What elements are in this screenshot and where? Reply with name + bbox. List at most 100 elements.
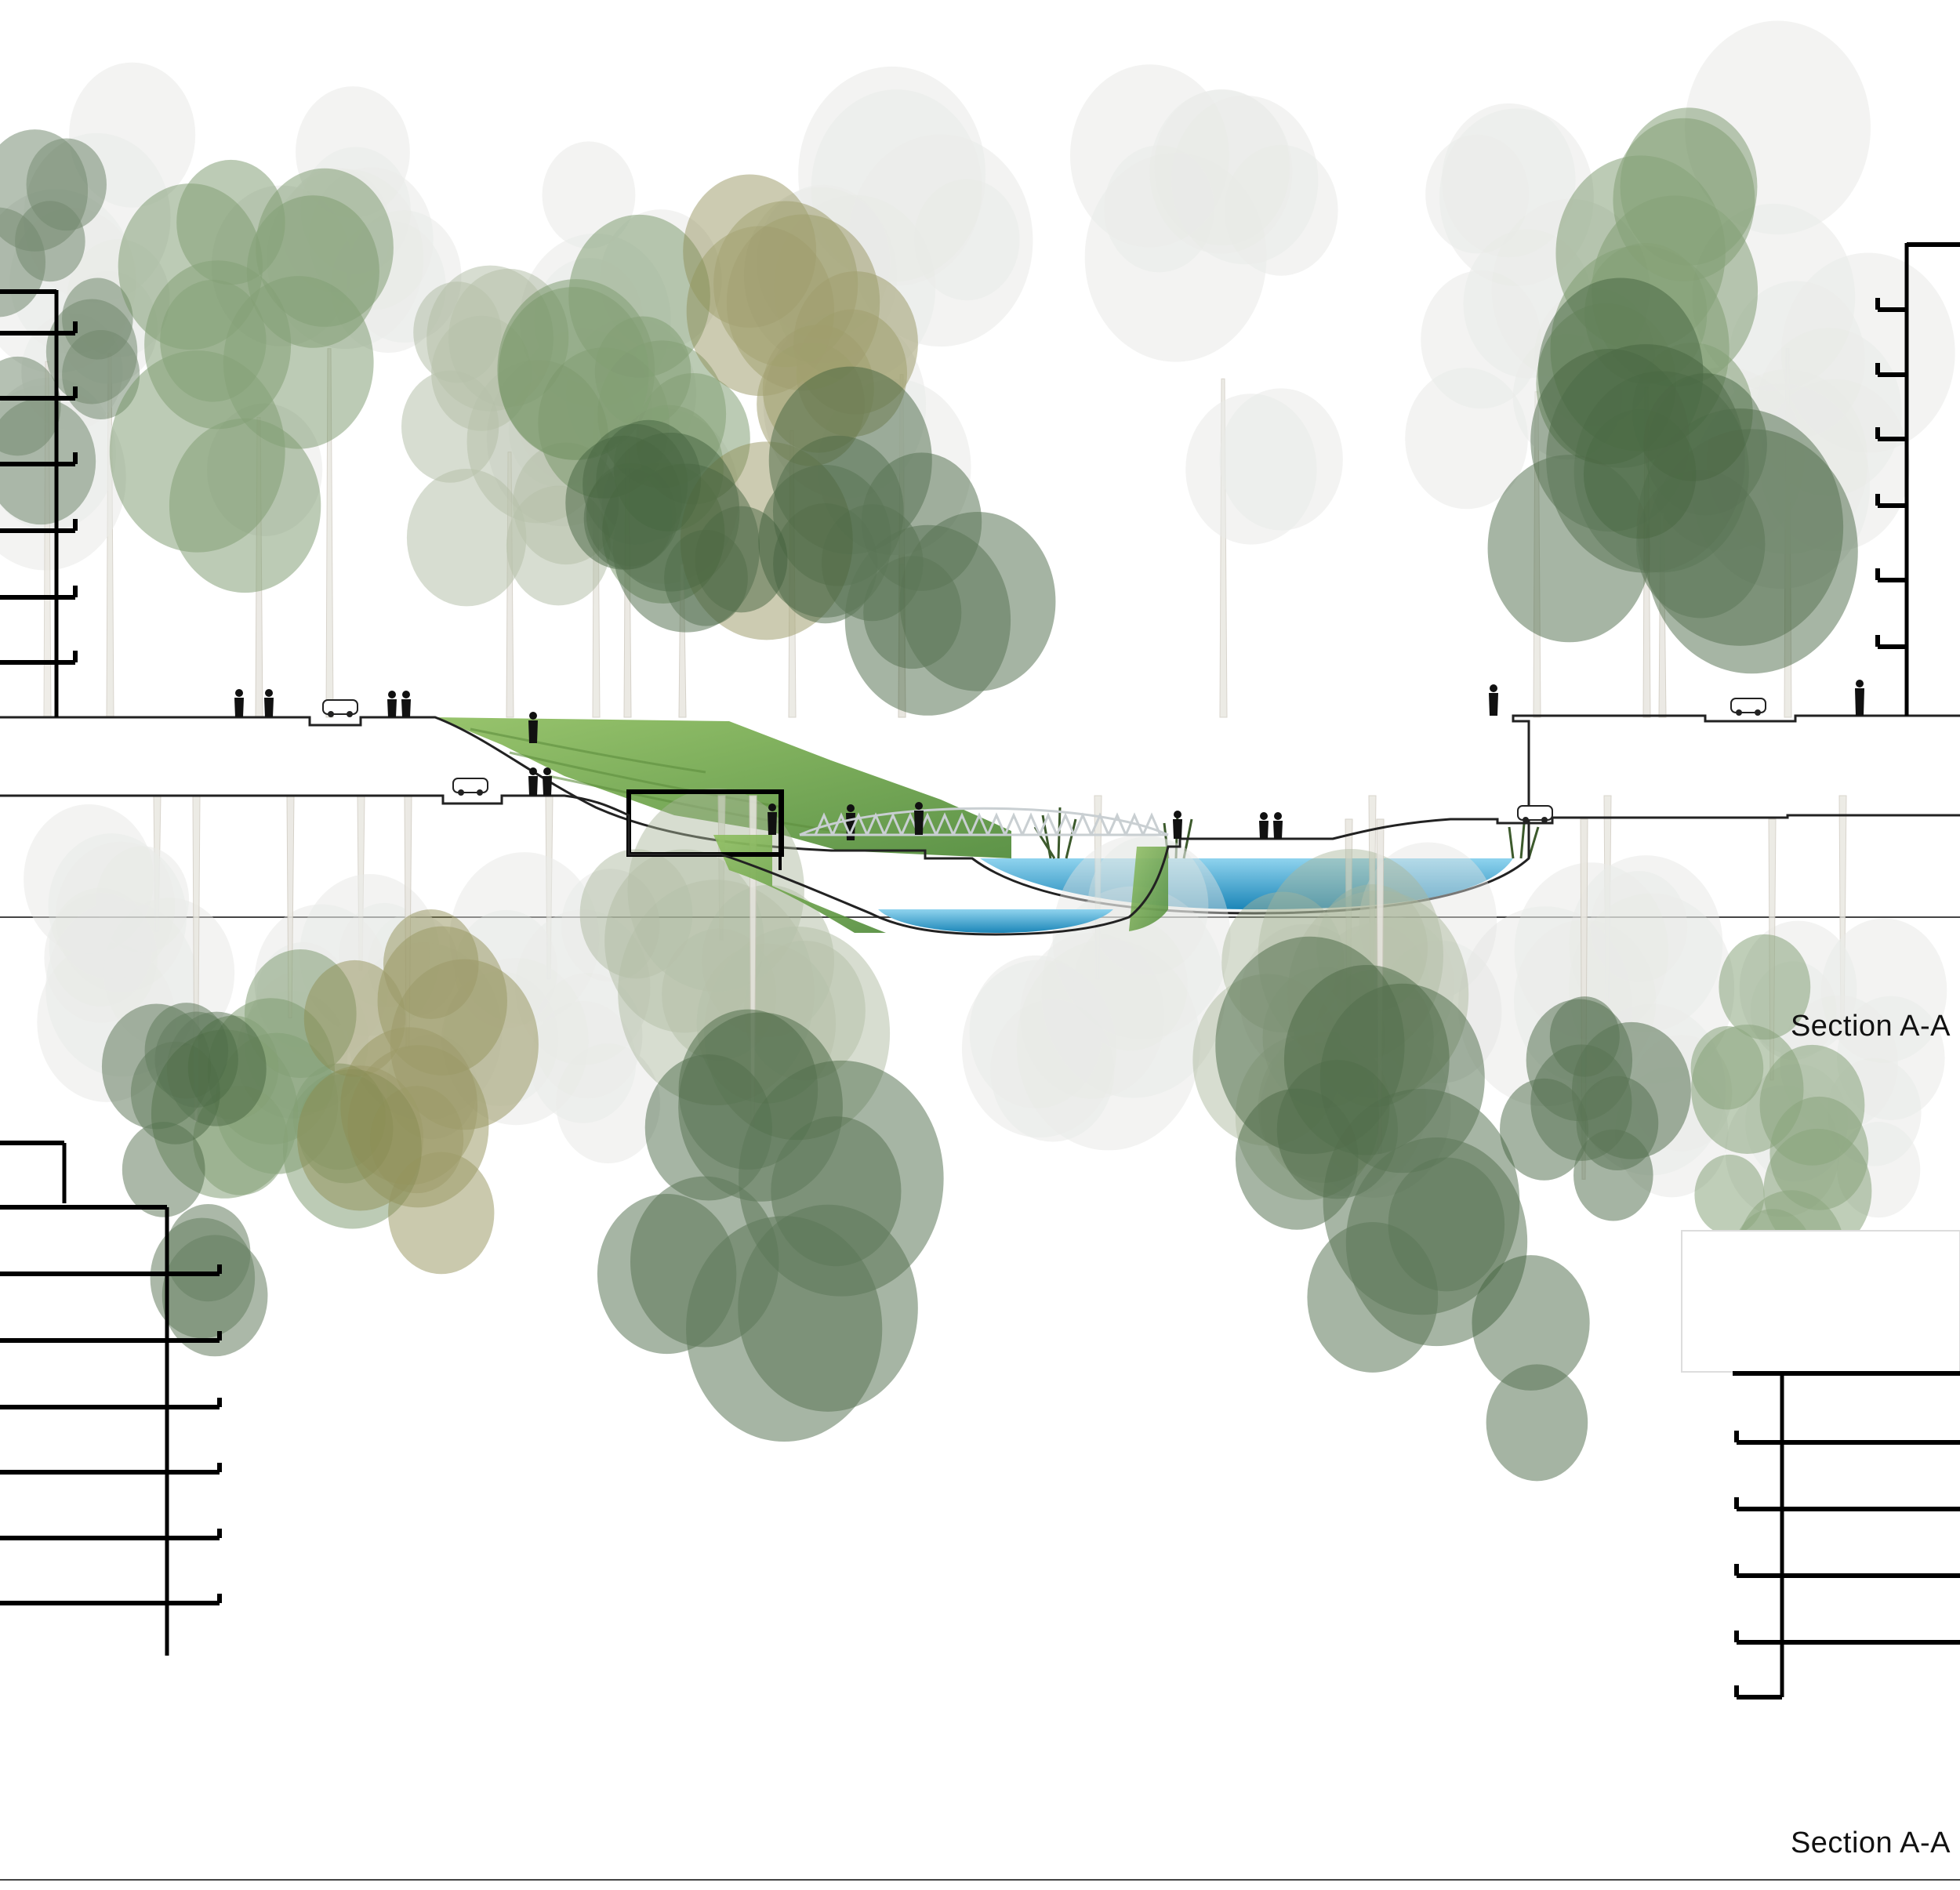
tree-foliage bbox=[1442, 103, 1576, 258]
tree-foliage bbox=[542, 141, 636, 249]
person-body bbox=[1273, 821, 1283, 839]
foreground-tree bbox=[680, 174, 918, 718]
tree-foliage bbox=[773, 502, 878, 624]
tree-foliage bbox=[1691, 1024, 1804, 1154]
tree-foliage bbox=[1526, 999, 1633, 1122]
car-wheel bbox=[1736, 709, 1742, 716]
tree-foliage bbox=[586, 408, 739, 584]
tree-foliage bbox=[579, 849, 693, 979]
tree-foliage bbox=[1235, 1034, 1380, 1200]
person-head bbox=[265, 689, 273, 697]
tree-foliage bbox=[1692, 203, 1856, 391]
tree-foliage bbox=[406, 469, 527, 607]
tree-foliage bbox=[798, 66, 986, 282]
person-body bbox=[401, 699, 411, 717]
tree-foliage bbox=[1512, 333, 1623, 460]
tree-foliage bbox=[215, 1032, 339, 1174]
tree-foliage bbox=[772, 435, 904, 586]
section-1 bbox=[0, 20, 1960, 918]
tree-trunk bbox=[788, 430, 797, 718]
person-body bbox=[387, 699, 397, 717]
tree-foliage bbox=[848, 134, 1033, 347]
tree-foliage bbox=[297, 1065, 424, 1211]
tree-foliage bbox=[1296, 1020, 1451, 1198]
tree-foliage bbox=[256, 168, 394, 327]
tree-foliage bbox=[630, 1176, 779, 1348]
tree-trunk bbox=[898, 564, 906, 718]
tree-foliage bbox=[1573, 371, 1749, 573]
tree-foliage bbox=[144, 260, 292, 430]
tree-foliage bbox=[1759, 1044, 1865, 1166]
tree-foliage bbox=[597, 340, 727, 488]
tree-foliage bbox=[1576, 1003, 1726, 1176]
tree-foliage bbox=[739, 1060, 944, 1297]
tree-foliage bbox=[1780, 995, 1898, 1131]
tree-foliage bbox=[300, 147, 411, 274]
tree-foliage bbox=[144, 1003, 229, 1099]
tree-foliage bbox=[1550, 245, 1730, 452]
tree-trunk bbox=[1784, 348, 1792, 718]
tree-foliage bbox=[1069, 64, 1229, 248]
tree-foliage bbox=[1759, 379, 1910, 552]
tree-foliage bbox=[122, 1122, 205, 1217]
person bbox=[1259, 812, 1269, 839]
tree-foliage bbox=[1307, 1222, 1439, 1373]
tree-foliage bbox=[292, 1063, 386, 1170]
tree-foliage bbox=[1632, 343, 1753, 481]
tree-foliage bbox=[612, 463, 760, 633]
tree-foliage bbox=[1019, 932, 1165, 1099]
tree-foliage bbox=[246, 195, 379, 348]
tree-foliage bbox=[101, 1003, 212, 1130]
tree-foliage bbox=[368, 912, 459, 1017]
tree-foliage bbox=[383, 909, 479, 1019]
tree-foliage bbox=[1636, 408, 1844, 646]
tree-foliage bbox=[1224, 144, 1338, 276]
tree-foliage bbox=[913, 179, 1020, 301]
tree-foliage bbox=[498, 287, 649, 460]
tree-foliage bbox=[62, 330, 140, 419]
tree-foliage bbox=[24, 804, 154, 954]
car-wheel bbox=[328, 711, 334, 717]
tree-foliage bbox=[519, 233, 671, 408]
tree-foliage bbox=[1645, 429, 1858, 674]
tree-foliage bbox=[0, 385, 126, 571]
tree-foliage bbox=[758, 464, 891, 618]
tree-foliage bbox=[130, 1041, 220, 1145]
person-body bbox=[543, 776, 552, 796]
tree-foliage bbox=[1745, 1064, 1848, 1182]
tree-foliage bbox=[346, 210, 462, 343]
car-body bbox=[452, 778, 488, 793]
tree-foliage bbox=[597, 1193, 737, 1355]
tree-foliage bbox=[678, 1012, 843, 1202]
tree-foliage bbox=[1514, 862, 1668, 1040]
background-tree bbox=[206, 86, 462, 718]
tree-foliage bbox=[686, 1216, 883, 1442]
tree-foliage bbox=[1583, 409, 1697, 539]
tree-foliage bbox=[340, 1027, 478, 1185]
tree-foliage bbox=[96, 846, 190, 953]
tree-foliage bbox=[1500, 1078, 1589, 1181]
tree-foliage bbox=[1258, 1031, 1390, 1183]
person-head bbox=[1260, 812, 1268, 820]
tree-foliage bbox=[448, 268, 569, 408]
tree-foliage bbox=[62, 278, 133, 360]
section-1-right-building bbox=[1875, 242, 1960, 716]
tree-foliage bbox=[1546, 344, 1745, 573]
tree-foliage bbox=[59, 270, 158, 384]
tree-foliage bbox=[1323, 1088, 1520, 1315]
tree-foliage bbox=[1643, 373, 1767, 516]
tree-foliage bbox=[1314, 923, 1431, 1057]
tree-foliage bbox=[1421, 270, 1541, 409]
tree-foliage bbox=[1154, 89, 1290, 245]
tree-foliage bbox=[601, 432, 740, 592]
foreground-tree bbox=[1192, 818, 1469, 1200]
tree-foliage bbox=[162, 1235, 268, 1357]
tree-foliage bbox=[1260, 1043, 1377, 1178]
tree-foliage bbox=[401, 370, 499, 483]
foreground-tree bbox=[758, 366, 1056, 718]
person-head bbox=[235, 689, 243, 697]
tree-foliage bbox=[686, 226, 835, 397]
background-tree bbox=[1240, 795, 1502, 1198]
background-tree bbox=[1405, 103, 1655, 718]
tree-foliage bbox=[1425, 134, 1530, 254]
